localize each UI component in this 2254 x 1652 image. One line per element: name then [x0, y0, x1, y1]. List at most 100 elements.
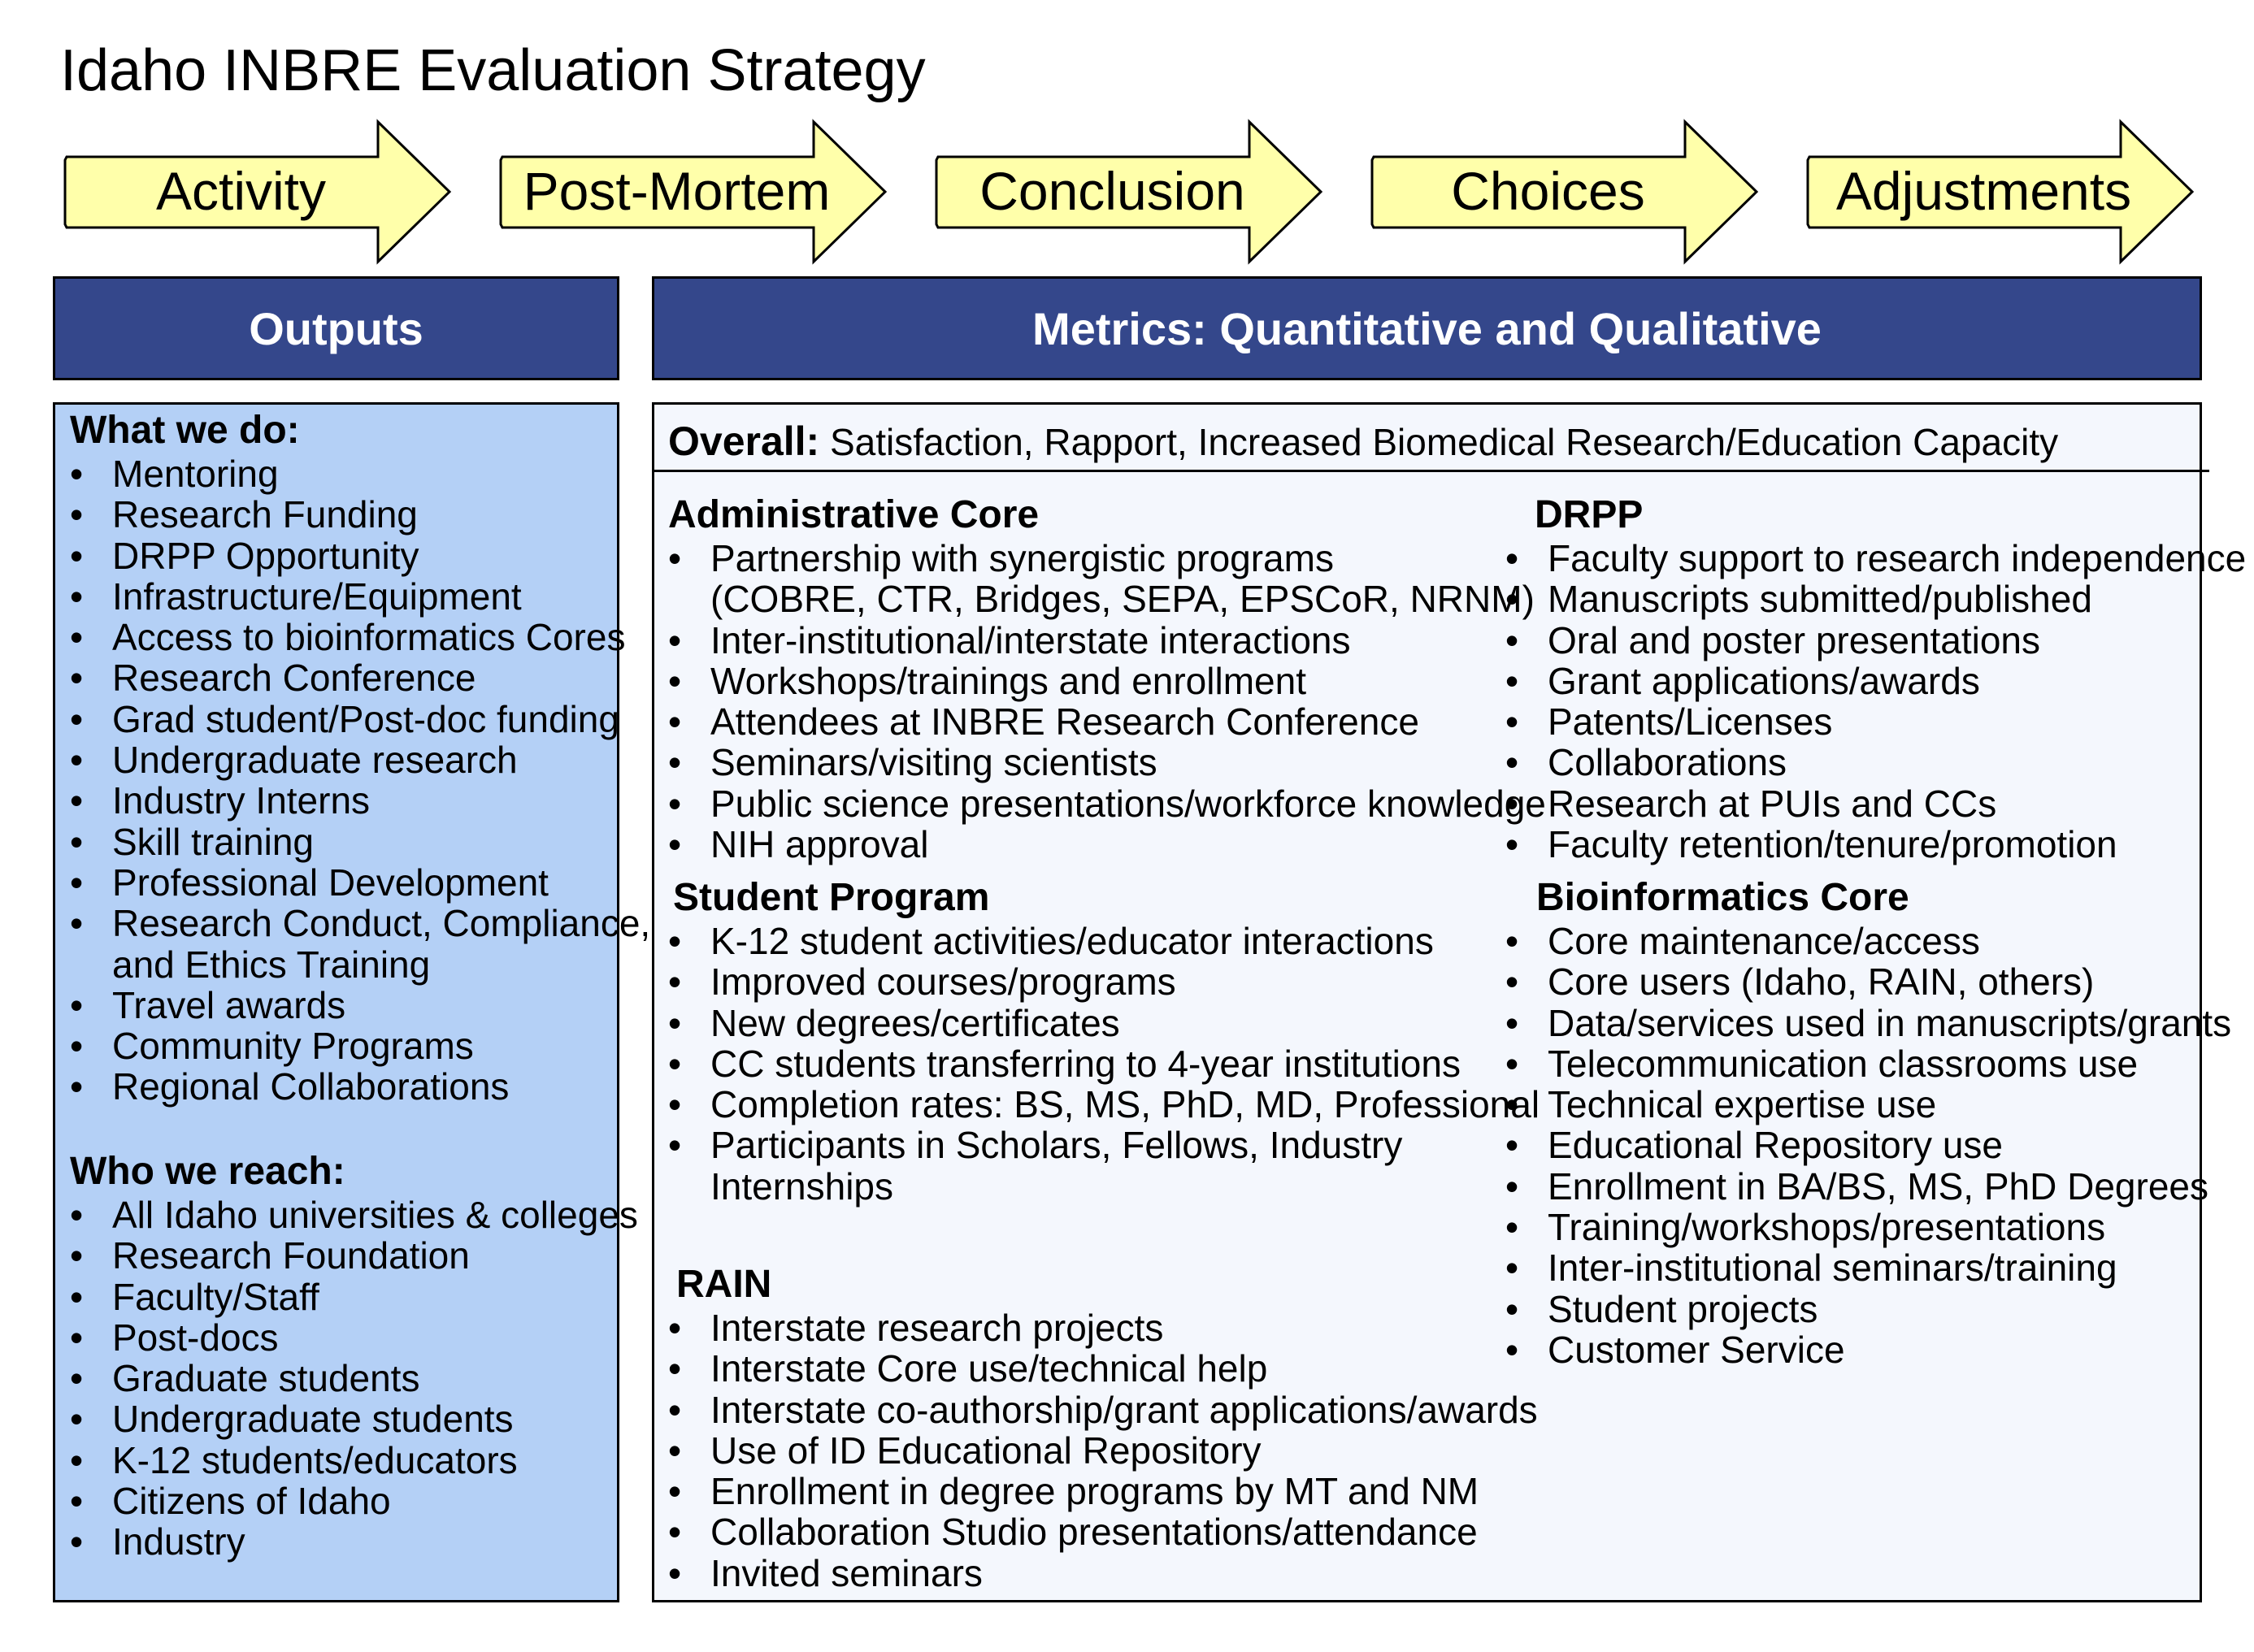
bioinformatics-core-item: Technical expertise use	[1505, 1084, 2231, 1125]
what-we-do-item: Community Programs	[70, 1025, 650, 1067]
drpp-item: Faculty retention/tenure/promotion	[1505, 824, 2246, 865]
overall-divider	[653, 470, 2209, 472]
bioinformatics-core-item: Data/services used in manuscripts/grants	[1505, 1002, 2231, 1043]
who-we-reach-section: Who we reach: All Idaho universities & c…	[70, 1149, 638, 1563]
who-we-reach-list: All Idaho universities & collegesResearc…	[70, 1195, 638, 1563]
bioinformatics-core-item: Enrollment in BA/BS, MS, PhD Degrees	[1505, 1165, 2231, 1207]
rain-heading: RAIN	[676, 1263, 772, 1306]
rain-section: RAIN Interstate research projectsInterst…	[668, 1262, 1538, 1593]
what-we-do-item: Access to bioinformatics Cores	[70, 617, 650, 658]
arrow-activity-shape	[63, 119, 452, 265]
drpp-item: Patents/Licenses	[1505, 701, 2246, 743]
who-we-reach-item: Industry	[70, 1521, 638, 1563]
rain-item: Invited seminars	[668, 1552, 1538, 1593]
drpp-item: Oral and poster presentations	[1505, 619, 2246, 661]
what-we-do-item: Skill training	[70, 821, 650, 862]
admin-core-section: Administrative Core Partnership with syn…	[668, 492, 1546, 865]
admin-core-item: Public science presentations/workforce k…	[668, 783, 1546, 824]
bioinformatics-core-section: Bioinformatics Core Core maintenance/acc…	[1505, 875, 2231, 1371]
arrow-choices-shape	[1370, 119, 1759, 265]
bioinformatics-core-item: Core users (Idaho, RAIN, others)	[1505, 961, 2231, 1003]
student-program-list: K-12 student activities/educator interac…	[668, 921, 1540, 1207]
what-we-do-item: Professional Development	[70, 862, 650, 904]
student-program-item: Internships	[710, 1164, 894, 1208]
rain-item: Interstate co-authorship/grant applicati…	[668, 1389, 1538, 1430]
what-we-do-item: Regional Collaborations	[70, 1066, 650, 1108]
bioinformatics-core-item: Core maintenance/access	[1505, 921, 2231, 962]
drpp-item: Manuscripts submitted/published	[1505, 579, 2246, 620]
drpp-item: Grant applications/awards	[1505, 661, 2246, 702]
admin-core-item: Workshops/trainings and enrollment	[668, 661, 1546, 702]
bioinformatics-core-item: Telecommunication classrooms use	[1505, 1043, 2231, 1085]
admin-core-item: (COBRE, CTR, Bridges, SEPA, EPSCoR, NRNM…	[710, 578, 1535, 621]
bioinformatics-core-heading: Bioinformatics Core	[1536, 876, 1909, 919]
rain-list: Interstate research projectsInterstate C…	[668, 1307, 1538, 1594]
student-program-item: New degrees/certificates	[668, 1002, 1540, 1043]
drpp-item: Collaborations	[1505, 742, 2246, 783]
who-we-reach-item: K-12 students/educators	[70, 1439, 638, 1481]
who-we-reach-item: Faculty/Staff	[70, 1276, 638, 1317]
who-we-reach-item: Post-docs	[70, 1317, 638, 1359]
arrow-adjustments-shape	[1806, 119, 2195, 265]
admin-core-item: Attendees at INBRE Research Conference	[668, 701, 1546, 743]
drpp-list: Faculty support to research independence…	[1505, 538, 2246, 865]
who-we-reach-item: Research Foundation	[70, 1235, 638, 1277]
step-choices: Choices	[1451, 161, 1645, 221]
rain-item: Collaboration Studio presentations/atten…	[668, 1511, 1538, 1553]
drpp-section: DRPP Faculty support to research indepen…	[1505, 492, 2246, 865]
what-we-do-item: Infrastructure/Equipment	[70, 576, 650, 618]
page-title: Idaho INBRE Evaluation Strategy	[60, 38, 926, 103]
what-we-do-item: Travel awards	[70, 985, 650, 1026]
student-program-section: Student Program K-12 student activities/…	[668, 875, 1540, 1207]
who-we-reach-item: All Idaho universities & colleges	[70, 1195, 638, 1236]
rain-item: Interstate research projects	[668, 1307, 1538, 1349]
bioinformatics-core-item: Customer Service	[1505, 1329, 2231, 1371]
student-program-item: Improved courses/programs	[668, 961, 1540, 1003]
rain-item: Interstate Core use/technical help	[668, 1348, 1538, 1390]
bioinformatics-core-item: Training/workshops/presentations	[1505, 1207, 2231, 1248]
drpp-item: Faculty support to research independence	[1505, 538, 2246, 579]
who-we-reach-heading: Who we reach:	[70, 1150, 345, 1193]
what-we-do-item: Research Conference	[70, 657, 650, 699]
what-we-do-section: What we do: MentoringResearch FundingDRP…	[70, 408, 650, 1108]
outputs-header: Outputs	[53, 276, 619, 380]
what-we-do-list: MentoringResearch FundingDRPP Opportunit…	[70, 453, 650, 1108]
drpp-item: Research at PUIs and CCs	[1505, 783, 2246, 824]
admin-core-item: NIH approval	[668, 824, 1546, 865]
what-we-do-item: and Ethics Training	[112, 943, 431, 986]
drpp-heading: DRPP	[1535, 493, 1644, 536]
arrow-post-mortem-shape	[499, 119, 888, 265]
metrics-header: Metrics: Quantitative and Qualitative	[652, 276, 2202, 380]
student-program-item: K-12 student activities/educator interac…	[668, 921, 1540, 962]
overall-metrics: Overall: Satisfaction, Rapport, Increase…	[668, 418, 2058, 465]
what-we-do-item: Grad student/Post-doc funding	[70, 698, 650, 739]
admin-core-list: Partnership with synergistic programs(CO…	[668, 538, 1546, 865]
admin-core-item: Partnership with synergistic programs	[668, 538, 1546, 579]
step-adjustments: Adjustments	[1835, 161, 2132, 221]
what-we-do-heading: What we do:	[70, 409, 300, 452]
overall-text: Satisfaction, Rapport, Increased Biomedi…	[819, 421, 2059, 463]
student-program-heading: Student Program	[673, 876, 990, 919]
admin-core-heading: Administrative Core	[668, 493, 1040, 536]
who-we-reach-item: Citizens of Idaho	[70, 1481, 638, 1522]
admin-core-item: Inter-institutional/interstate interacti…	[668, 619, 1546, 661]
bioinformatics-core-item: Student projects	[1505, 1288, 2231, 1329]
arrow-conclusion-shape	[935, 119, 1323, 265]
what-we-do-item: DRPP Opportunity	[70, 535, 650, 576]
student-program-item: Completion rates: BS, MS, PhD, MD, Profe…	[668, 1084, 1540, 1125]
bioinformatics-core-list: Core maintenance/accessCore users (Idaho…	[1505, 921, 2231, 1371]
bioinformatics-core-item: Educational Repository use	[1505, 1125, 2231, 1166]
student-program-item: Participants in Scholars, Fellows, Indus…	[668, 1125, 1540, 1166]
what-we-do-item: Undergraduate research	[70, 739, 650, 781]
step-post-mortem: Post-Mortem	[523, 161, 831, 221]
what-we-do-item: Research Conduct, Compliance,	[70, 903, 650, 944]
who-we-reach-item: Graduate students	[70, 1358, 638, 1399]
process-arrows	[63, 119, 2195, 265]
step-activity: Activity	[155, 161, 327, 221]
step-conclusion: Conclusion	[979, 161, 1245, 221]
rain-item: Use of ID Educational Repository	[668, 1430, 1538, 1472]
rain-item: Enrollment in degree programs by MT and …	[668, 1471, 1538, 1512]
overall-label: Overall:	[668, 418, 820, 464]
what-we-do-item: Mentoring	[70, 453, 650, 495]
who-we-reach-item: Undergraduate students	[70, 1398, 638, 1440]
